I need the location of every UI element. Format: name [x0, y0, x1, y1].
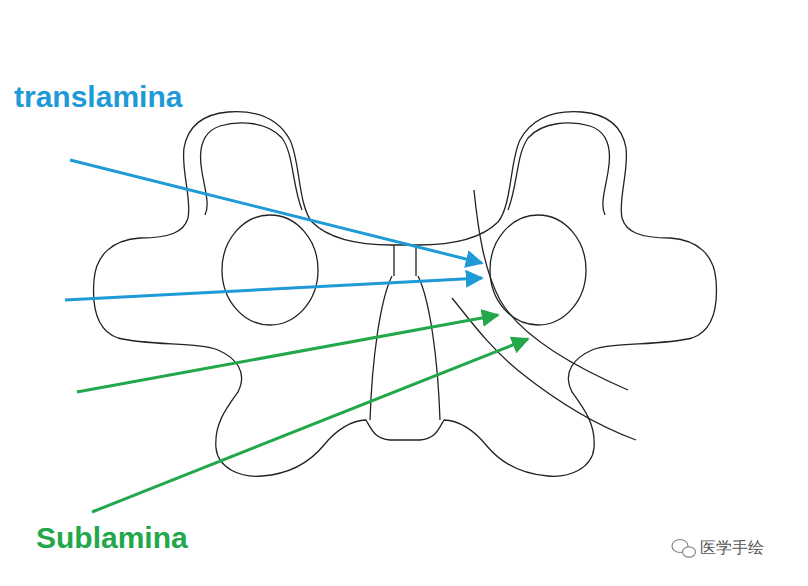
left-pedicle: [222, 215, 318, 325]
canal-line: [394, 245, 416, 276]
lamina-curve: [474, 190, 628, 390]
technique-label: Sublamina: [36, 521, 188, 554]
right-lobe-inner: [508, 123, 609, 215]
translamina-arrow: [70, 160, 482, 263]
right-pedicle: [490, 215, 586, 325]
technique-label: translamina: [14, 80, 182, 113]
translamina-arrow: [65, 278, 482, 300]
wechat-icon: [672, 540, 696, 558]
watermark: 医学手绘: [700, 539, 764, 557]
sublamina-arrow: [92, 339, 528, 512]
left-lobe-inner: [201, 123, 302, 215]
sublamina-arrow: [77, 315, 498, 392]
